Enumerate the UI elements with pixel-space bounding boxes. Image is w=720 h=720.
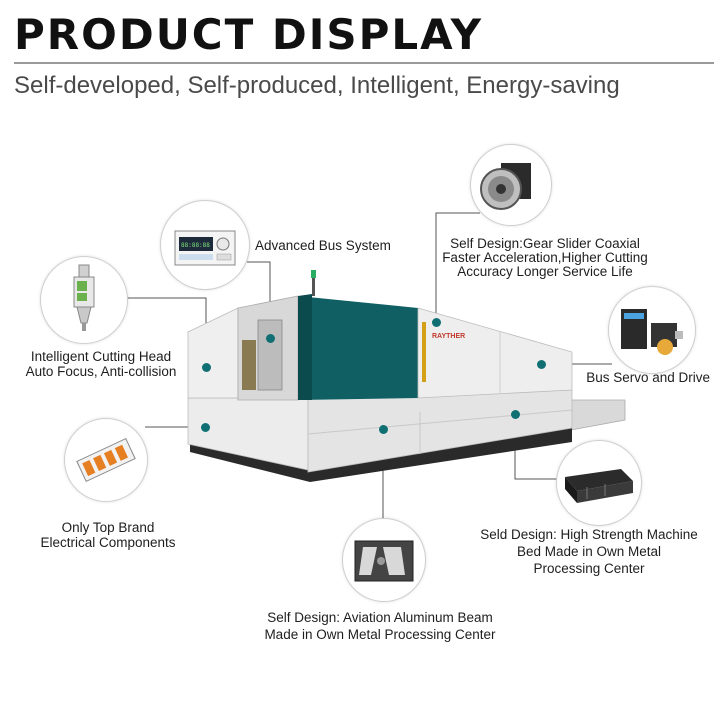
title-divider: [14, 62, 714, 64]
bed-label-line1: Seld Design: High Strength Machine: [480, 527, 698, 542]
aluminum-beam-icon: [342, 518, 426, 602]
machine-brand-logo: RAYTHER: [432, 333, 465, 340]
dot-electrical: [201, 423, 210, 432]
cutting-head-label-line1: Intelligent Cutting Head: [30, 349, 172, 364]
servo-motor-icon: [608, 286, 696, 374]
laser-cutting-machine: RAYTHER: [187, 270, 626, 482]
gear-label-line2: Faster Acceleration,Higher Cutting: [442, 250, 648, 265]
page-title: PRODUCT DISPLAY: [14, 10, 484, 59]
bed-label-line2: Bed Made in Own Metal: [516, 544, 662, 559]
gear-reducer-icon: [470, 144, 552, 226]
dot-gear: [432, 318, 441, 327]
machine-bed-icon: [556, 440, 642, 526]
dot-beam: [379, 425, 388, 434]
gear-label-line3: Accuracy Longer Service Life: [457, 264, 633, 279]
page-subtitle: Self-developed, Self-produced, Intellige…: [14, 72, 620, 99]
servo-label: Bus Servo and Drive: [586, 370, 710, 385]
beam-label-line1: Self Design: Aviation Aluminum Beam: [267, 610, 493, 625]
dot-bed: [511, 410, 520, 419]
gear-label-line1: Self Design:Gear Slider Coaxial: [450, 236, 640, 251]
laser-head-icon: [40, 256, 128, 344]
electrical-label-line1: Only Top Brand: [61, 520, 155, 535]
dot-cutting-head: [202, 363, 211, 372]
dot-servo: [537, 360, 546, 369]
bed-label-line3: Processing Center: [533, 561, 645, 576]
cutting-head-label-line2: Auto Focus, Anti-collision: [25, 364, 177, 379]
electrical-label-line2: Electrical Components: [40, 535, 176, 550]
control-screen-icon: 88:88:88: [160, 200, 250, 290]
dot-bus-system: [266, 334, 275, 343]
svg-text:88:88:88: 88:88:88: [181, 242, 210, 249]
breaker-icon: [64, 418, 148, 502]
beam-label-line2: Made in Own Metal Processing Center: [264, 627, 496, 642]
bus-system-label: Advanced Bus System: [255, 238, 391, 253]
